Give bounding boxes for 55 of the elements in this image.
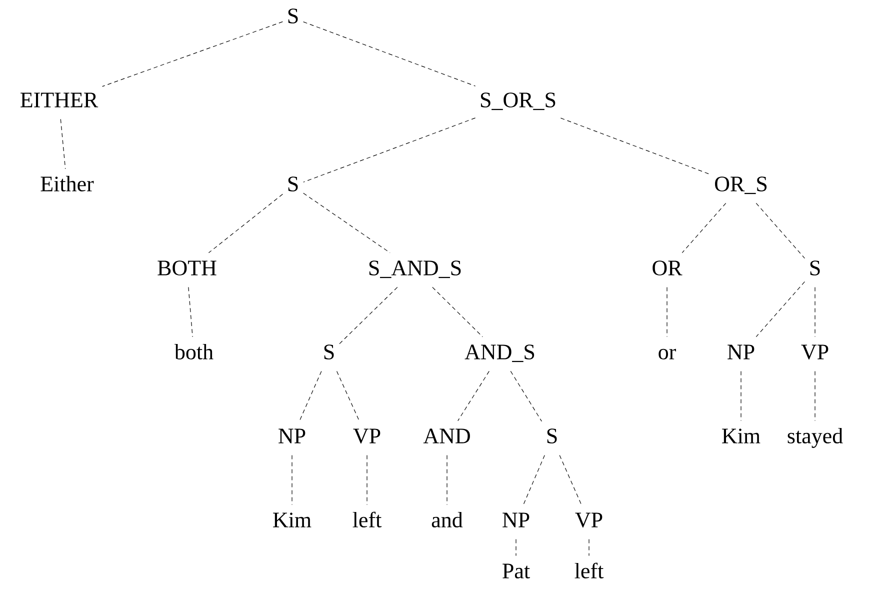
tree-branch xyxy=(303,22,476,86)
tree-branch xyxy=(336,370,360,422)
tree-label: both xyxy=(174,344,214,360)
tree-branch xyxy=(523,454,545,506)
tree-label: S_AND_S xyxy=(369,260,461,278)
tree-label: S xyxy=(547,428,557,444)
tree-label: or xyxy=(658,348,676,360)
tree-branch xyxy=(588,538,590,556)
tree-label: Either xyxy=(40,176,94,192)
tree-label: Kim xyxy=(722,428,760,444)
tree-label: S xyxy=(288,176,298,192)
tree-label: VP xyxy=(575,512,602,528)
tree-branch xyxy=(756,281,805,338)
tree-branch xyxy=(740,370,742,422)
tree-label: VP xyxy=(353,428,380,444)
tree-branch xyxy=(60,118,66,170)
tree-label: AND_S xyxy=(464,344,534,362)
tree-branch xyxy=(510,370,542,422)
tree-label: BOTH xyxy=(158,260,216,276)
tree-label: S xyxy=(324,344,334,360)
tree-label: left xyxy=(574,562,604,578)
tree-branch xyxy=(102,21,283,87)
tree-label: AND xyxy=(423,428,470,444)
tree-branch xyxy=(432,286,483,338)
tree-label: NP xyxy=(502,512,530,528)
tree-label: VP xyxy=(801,344,828,360)
tree-label: OR_S xyxy=(715,176,767,194)
tree-label: OR xyxy=(652,260,682,276)
tree-branch xyxy=(366,454,368,506)
tree-label: NP xyxy=(728,344,754,360)
tree-branch xyxy=(446,454,448,506)
tree-branch xyxy=(188,286,193,338)
tree-label: S xyxy=(810,260,820,276)
tree-label: NP xyxy=(278,428,306,444)
tree-label: Pat xyxy=(502,564,530,578)
tree-label: Kim xyxy=(273,512,312,528)
tree-branch xyxy=(559,454,582,506)
tree-branch xyxy=(682,202,726,254)
tree-branch xyxy=(756,202,805,259)
tree-branch xyxy=(299,370,322,422)
tree-branch xyxy=(814,286,816,338)
tree-branch xyxy=(208,194,283,254)
tree-label: S_OR_S xyxy=(480,92,556,110)
tree-label: S xyxy=(288,8,298,24)
tree-branch xyxy=(666,286,668,338)
tree-branch xyxy=(303,118,476,182)
tree-branch xyxy=(303,192,390,254)
tree-branch xyxy=(458,370,490,422)
tree-label: and xyxy=(432,512,463,528)
tree-label: stayed xyxy=(788,428,843,448)
tree-branch xyxy=(814,370,816,422)
tree-label: left xyxy=(352,512,382,528)
tree-branch xyxy=(339,286,398,344)
tree-branch xyxy=(560,118,710,175)
tree-label: EITHER xyxy=(20,92,98,108)
